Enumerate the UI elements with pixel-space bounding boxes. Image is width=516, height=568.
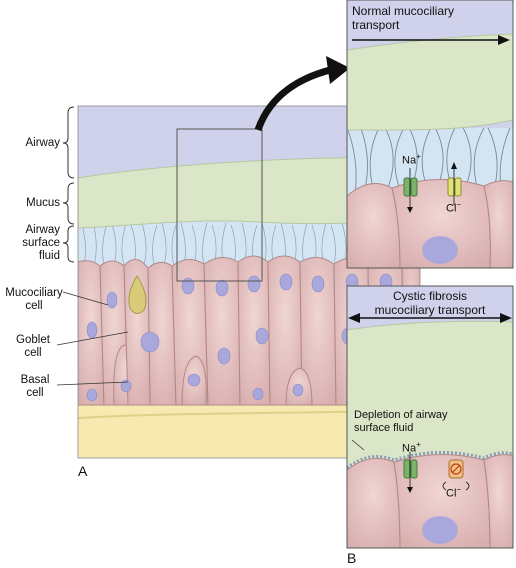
cl-label-normal: Cl−: [446, 200, 462, 215]
na-label-cf: Na+: [402, 440, 421, 455]
label-brackets: [62, 106, 75, 263]
zoom-arrow: [254, 66, 331, 132]
panel-cf-border: [346, 285, 514, 549]
normal-transport-arrowhead: [498, 35, 510, 45]
panel-a-letter: A: [78, 463, 88, 479]
pointer-lines: [56, 291, 129, 386]
zoom-box: [176, 128, 263, 282]
label-airway: Airway: [25, 137, 60, 149]
na-label-normal: Na+: [402, 152, 421, 167]
panel-cf-transport: [347, 286, 513, 548]
depletion-pointer: [351, 439, 365, 451]
na-channel-normal: [403, 168, 418, 213]
panel-a-border: [77, 105, 421, 459]
label-mucus: Mucus: [26, 197, 60, 209]
cl-channel-normal: [447, 162, 462, 205]
panel-normal-transport: [347, 0, 513, 268]
na-channel-cf: [403, 452, 418, 493]
cl-label-cf: Cl−: [446, 485, 462, 500]
zoom-arrow-head: [326, 56, 350, 84]
panel-b-letter: B: [347, 550, 357, 566]
cf-transport-arrowhead-right: [500, 313, 512, 323]
cf-transport-arrowhead-left: [348, 313, 360, 323]
cl-channel-blocked-cf: [442, 459, 470, 491]
panel-normal-border: [346, 0, 514, 269]
